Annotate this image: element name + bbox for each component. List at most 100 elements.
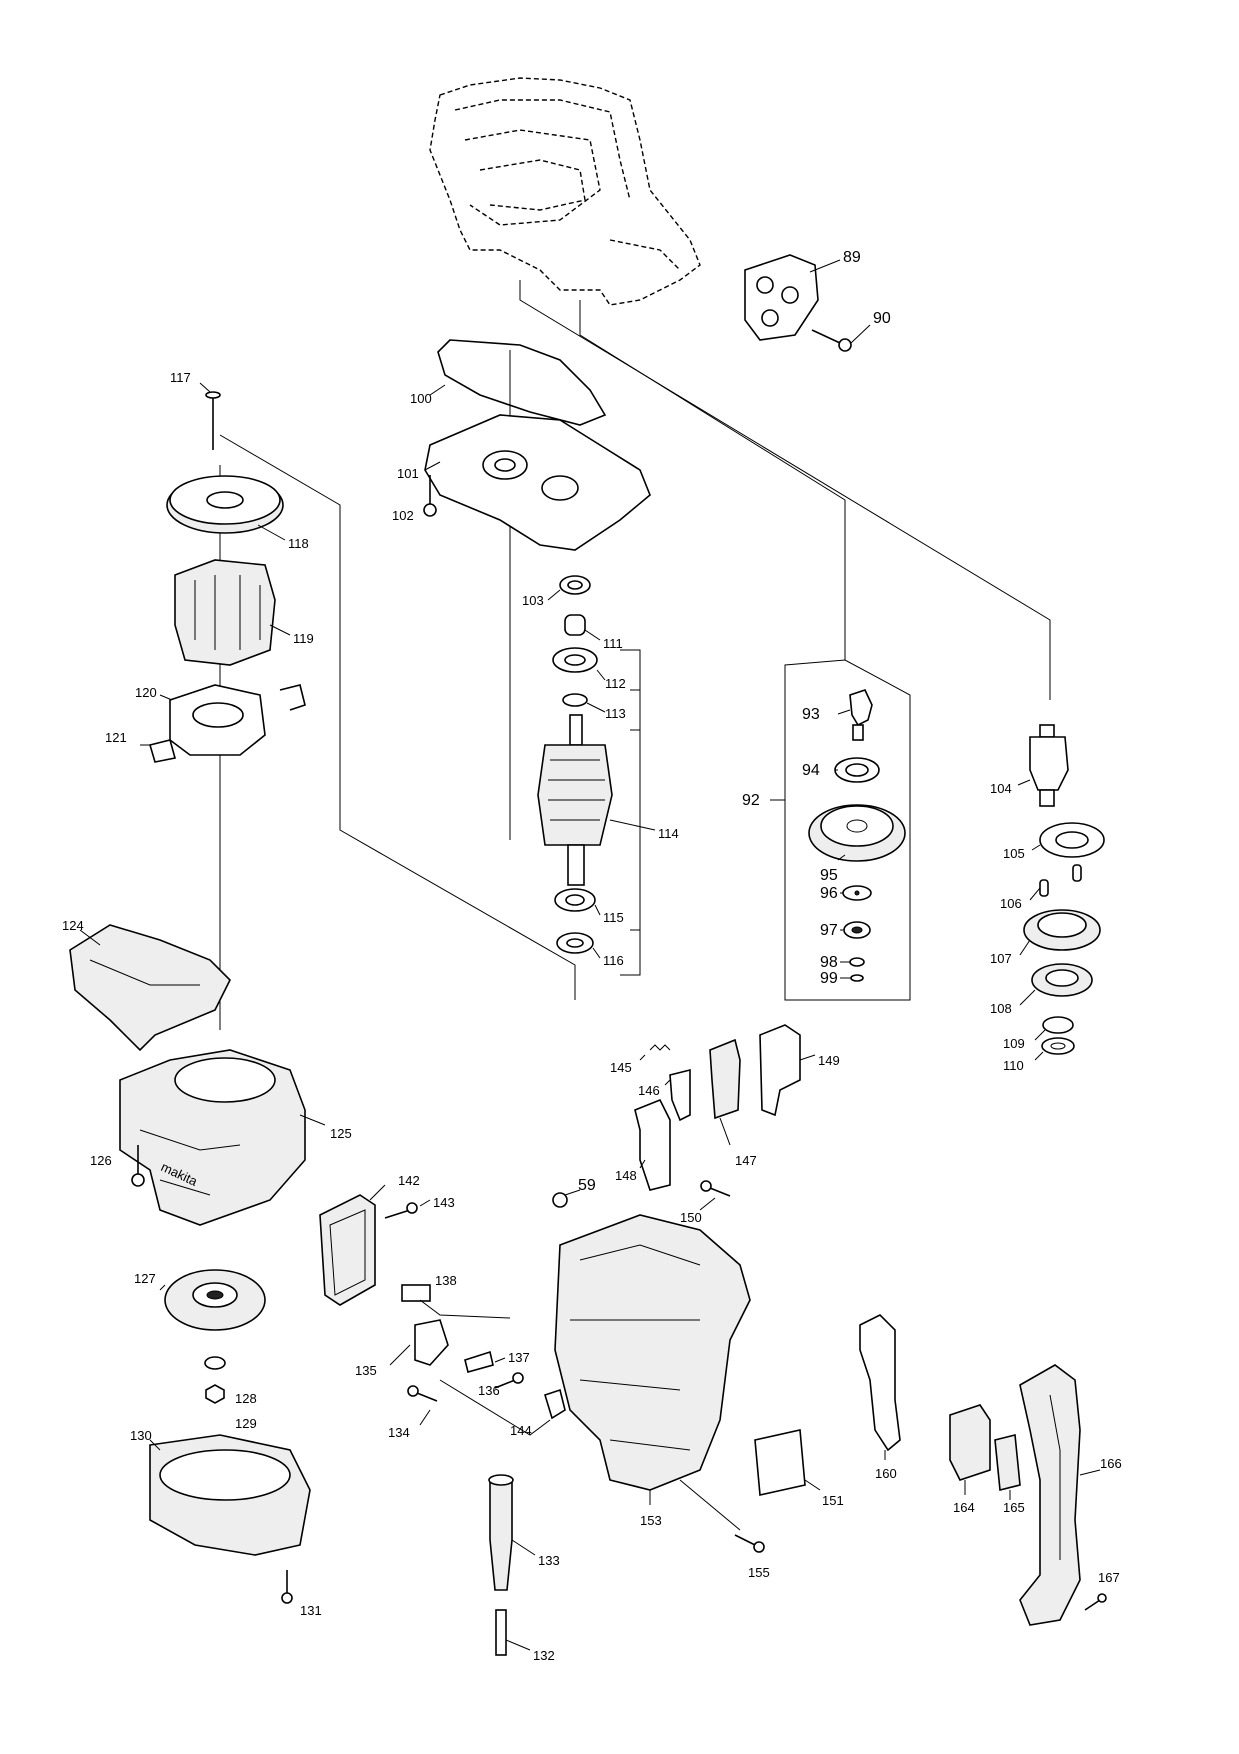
label-124: 124 [62,918,84,933]
part-167-screw [1084,1593,1107,1611]
part-95-gear [808,804,906,862]
label-144: 144 [510,1423,532,1438]
label-107: 107 [990,951,1012,966]
gear-housing-outline [429,77,701,306]
label-59: 59 [578,1177,596,1194]
part-142-control-plate [319,1184,386,1306]
part-121-brush [140,739,177,763]
part-106-pins [1029,864,1082,901]
label-150: 150 [680,1210,702,1225]
label-104: 104 [990,781,1012,796]
label-135: 135 [355,1363,377,1378]
part-111-sleeve [564,614,601,641]
label-101: 101 [397,466,419,481]
part-135-clamp [389,1319,449,1366]
part-59-screw [552,1189,581,1208]
part-165-terminal [994,1433,1021,1500]
label-118: 118 [288,536,309,551]
label-110: 110 [1003,1058,1024,1073]
label-117: 117 [170,370,191,385]
label-105: 105 [1003,846,1025,861]
label-92: 92 [742,792,760,809]
label-134: 134 [388,1425,410,1440]
label-128: 128 [235,1391,257,1406]
label-114: 114 [658,826,679,841]
part-104-shaft [1017,724,1069,807]
label-151: 151 [822,1493,844,1508]
part-118-baffle [166,475,286,541]
part-149-switch-holder [759,1024,816,1117]
label-167: 167 [1098,1570,1120,1585]
label-127: 127 [134,1271,156,1286]
part-131-screw [281,1570,293,1604]
label-160: 160 [875,1466,897,1481]
part-93-shaft [849,689,873,741]
label-94: 94 [802,762,820,779]
part-124-cover [69,924,231,1052]
label-129: 129 [235,1416,257,1431]
label-119: 119 [293,631,314,646]
label-148: 148 [615,1168,637,1183]
part-110-washer [1034,1037,1075,1061]
label-155: 155 [748,1565,770,1580]
label-98: 98 [820,954,838,971]
label-116: 116 [603,953,624,968]
part-134-screw [407,1385,438,1426]
group-bracket-111-116 [620,649,641,976]
label-138: 138 [435,1273,457,1288]
part-94-bearing [834,757,880,783]
part-105-bearing [1031,822,1105,858]
lead-144-group [439,1379,551,1436]
label-113: 113 [605,706,626,721]
label-137: 137 [508,1350,530,1365]
part-129-nut [205,1384,225,1404]
label-90: 90 [873,310,891,327]
label-126: 126 [90,1153,112,1168]
label-146: 146 [638,1083,660,1098]
part-99-ring [850,974,864,982]
part-155-screw [734,1534,765,1553]
part-151-label [754,1429,821,1496]
part-labels: 89 90 100 101 102 103 111 112 113 114 11… [62,249,1122,1663]
part-101-bearing-plate [424,414,651,551]
part-166-rear-handle [1019,1364,1101,1626]
label-143: 143 [433,1195,455,1210]
label-111: 111 [603,636,623,651]
label-166: 166 [1100,1456,1122,1471]
part-96-washer [842,885,872,901]
part-160-handle-cover [859,1314,901,1460]
part-89-cylinder-block [744,254,841,341]
part-102-screw [423,475,437,517]
part-103-bearing [547,575,591,601]
guide-lines [219,280,1051,1030]
part-98-washer [849,957,865,967]
part-108-ring [1019,963,1093,1006]
part-125-motor-housing: makita [119,1049,326,1226]
label-130: 130 [130,1428,152,1443]
label-89: 89 [843,249,861,266]
part-117-bolt [199,382,221,450]
label-131: 131 [300,1603,322,1618]
part-146-lever [664,1068,691,1122]
part-144-cord-bushing [544,1388,566,1420]
label-125: 125 [330,1126,352,1141]
part-164-switch [949,1404,991,1495]
part-90-screw [811,324,871,352]
label-132: 132 [533,1648,555,1663]
part-150-screw [699,1180,731,1211]
label-112: 112 [605,676,626,691]
part-116-bearing [556,932,601,959]
part-147-switch [709,1038,741,1146]
label-149: 149 [818,1053,840,1068]
part-148-trigger [634,1098,671,1191]
label-108: 108 [990,1001,1012,1016]
part-112-bearing [552,647,606,681]
label-103: 103 [522,593,544,608]
part-114-armature [537,714,656,886]
part-107-clutch [1019,909,1101,956]
leads-92-group [835,709,851,979]
label-100: 100 [410,391,432,406]
label-97: 97 [820,922,838,939]
label-164: 164 [953,1500,975,1515]
part-109-clip [1034,1016,1074,1041]
